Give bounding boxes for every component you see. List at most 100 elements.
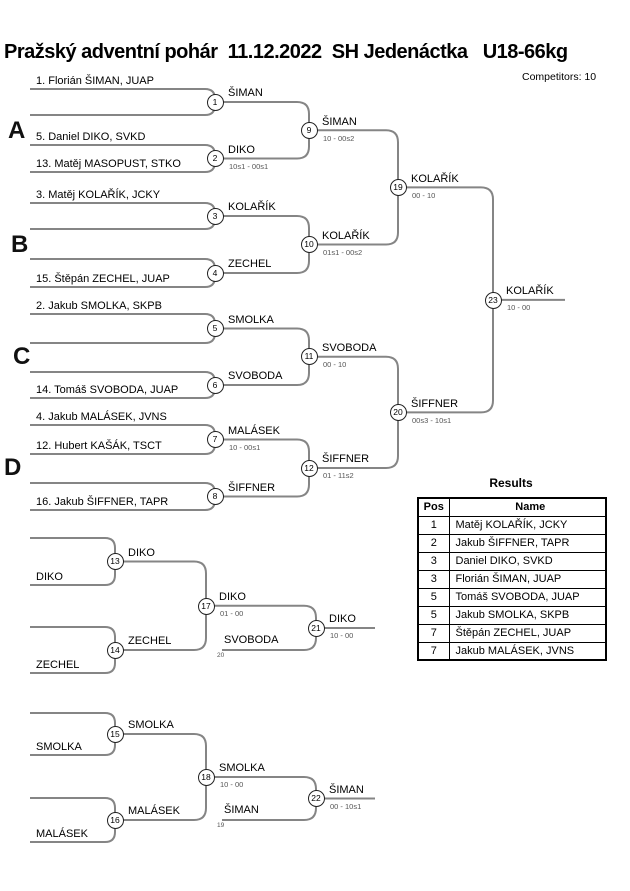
winner-m13: DIKO	[128, 546, 155, 559]
match-circle-13: 13	[106, 553, 124, 570]
rep2-feeder: ŠIMAN	[224, 804, 259, 816]
winner-m1: ŠIMAN	[228, 87, 263, 99]
winner-m19: KOLAŘÍK	[411, 172, 459, 185]
competitors-count: Competitors: 10	[522, 71, 597, 83]
winner-m2: DIKO	[228, 143, 255, 156]
results-name-cell: Jakub MALÁSEK, JVNS	[448, 641, 607, 661]
score-m20: 00s3 - 10s1	[412, 415, 452, 425]
match-circle-15: 15	[106, 725, 124, 743]
score-m22: 00 - 10s1	[330, 801, 362, 811]
match-circle-18: 18	[197, 768, 215, 786]
entry-siman: 1. Florián ŠIMAN, JUAP	[36, 75, 154, 87]
winner-m5: SMOLKA	[228, 313, 274, 326]
results-name-cell: Florián ŠIMAN, JUAP	[448, 569, 607, 589]
score-m19: 00 - 10	[412, 190, 436, 200]
match-circle-8: 8	[206, 488, 224, 505]
entry-svoboda: 14. Tomáš SVOBODA, JUAP	[36, 384, 179, 396]
page-title: Pražský adventní pohár 11.12.2022 SH Jed…	[4, 41, 568, 63]
results-pos-cell: 1	[417, 515, 450, 535]
rep1-entry-bottom: ZECHEL	[36, 659, 80, 671]
entry-kasak: 12. Hubert KAŠÁK, TSCT	[36, 440, 162, 452]
winner-m17: DIKO	[219, 591, 246, 603]
rep1-entry-top: DIKO	[36, 571, 63, 583]
results-pos-cell: 7	[417, 623, 450, 643]
results-row: 3 Florián ŠIMAN, JUAP	[417, 569, 607, 589]
results-pos-cell: 2	[417, 533, 450, 553]
winner-m8: ŠIFFNER	[228, 481, 276, 494]
winner-m7: MALÁSEK	[228, 424, 280, 437]
results-row: 1 Matěj KOLAŘÍK, JCKY	[417, 515, 607, 535]
winner-m18: SMOLKA	[219, 762, 265, 774]
winner-m14: ZECHEL	[128, 635, 172, 647]
score-m2: 10s1 - 00s1	[229, 161, 269, 171]
match-circle-7: 7	[206, 431, 224, 448]
winner-m9: ŠIMAN	[322, 115, 357, 128]
score-m11: 00 - 10	[323, 360, 347, 369]
winner-m22: ŠIMAN	[329, 783, 364, 796]
score-m12: 01 - 11s2	[323, 471, 354, 480]
entry-diko: 5. Daniel DIKO, SVKD	[36, 131, 146, 143]
score-m17: 01 - 00	[220, 609, 244, 618]
group-label-a: A	[8, 117, 26, 144]
match-circle-3: 3	[206, 207, 224, 225]
results-row: 7 Štěpán ZECHEL, JUAP	[417, 623, 607, 643]
score-m21: 10 - 00	[330, 631, 354, 640]
match-circle-20: 20	[389, 404, 407, 421]
results-table: Pos Name 1 Matěj KOLAŘÍK, JCKY 2 Jakub Š…	[417, 497, 607, 661]
results-pos-cell: 5	[417, 605, 450, 625]
score-m7: 10 - 00s1	[229, 442, 261, 452]
results-row: 3 Daniel DIKO, SVKD	[417, 551, 607, 571]
rep2-entry-top: SMOLKA	[36, 741, 82, 753]
rep2-feeder-ref: 19	[217, 822, 225, 829]
match-circle-12: 12	[300, 459, 318, 477]
winner-m3: KOLAŘÍK	[228, 201, 276, 213]
results-title: Results	[489, 476, 533, 490]
winner-m16: MALÁSEK	[128, 805, 180, 817]
results-row: 2 Jakub ŠIFFNER, TAPR	[417, 533, 607, 553]
match-circle-11: 11	[300, 348, 318, 365]
entry-siffner: 16. Jakub ŠIFFNER, TAPR	[36, 496, 169, 508]
results-pos-cell: 3	[417, 569, 450, 589]
match-circle-1: 1	[206, 93, 224, 111]
score-m10: 01s1 - 00s2	[323, 247, 363, 257]
entry-zechel: 15. Štěpán ZECHEL, JUAP	[36, 273, 170, 285]
results-name-cell: Jakub SMOLKA, SKPB	[448, 605, 607, 625]
winner-m4: ZECHEL	[228, 258, 272, 270]
results-header-pos: Pos	[417, 497, 450, 517]
results-name-cell: Jakub ŠIFFNER, TAPR	[448, 533, 607, 553]
results-header-name: Name	[448, 497, 607, 517]
winner-m6: SVOBODA	[228, 370, 283, 382]
match-circle-17: 17	[197, 597, 215, 615]
match-circle-19: 19	[389, 179, 407, 196]
winner-m10: KOLAŘÍK	[322, 229, 370, 242]
group-label-d: D	[4, 454, 22, 481]
results-name-cell: Matěj KOLAŘÍK, JCKY	[448, 515, 607, 535]
results-header-row: Pos Name	[417, 497, 607, 517]
results-row: 5 Tomáš SVOBODA, JUAP	[417, 587, 607, 607]
entry-malasek: 4. Jakub MALÁSEK, JVNS	[36, 411, 167, 423]
entry-smolka: 2. Jakub SMOLKA, SKPB	[36, 300, 162, 312]
results-name-cell: Tomáš SVOBODA, JUAP	[448, 587, 607, 607]
match-circle-23: 23	[484, 291, 502, 309]
match-circle-21: 21	[307, 619, 325, 637]
rep1-feeder-ref: 20	[217, 652, 225, 659]
winner-m15: SMOLKA	[128, 719, 174, 731]
results-row: 7 Jakub MALÁSEK, JVNS	[417, 641, 607, 661]
match-circle-22: 22	[307, 790, 325, 807]
match-circle-9: 9	[300, 121, 318, 139]
winner-m21: DIKO	[329, 613, 356, 625]
results-name-cell: Štěpán ZECHEL, JUAP	[448, 623, 607, 643]
results-pos-cell: 3	[417, 551, 450, 571]
match-circle-10: 10	[300, 236, 318, 253]
group-label-c: C	[13, 343, 31, 370]
score-m18: 10 - 00	[220, 780, 244, 789]
results-pos-cell: 7	[417, 641, 450, 661]
winner-m20: ŠIFFNER	[411, 397, 459, 410]
winner-m12: ŠIFFNER	[322, 453, 370, 465]
match-circle-14: 14	[106, 641, 124, 659]
match-circle-2: 2	[206, 150, 224, 167]
score-m23: 10 - 00	[507, 303, 531, 312]
match-circle-6: 6	[206, 376, 224, 394]
match-circle-16: 16	[106, 811, 124, 829]
